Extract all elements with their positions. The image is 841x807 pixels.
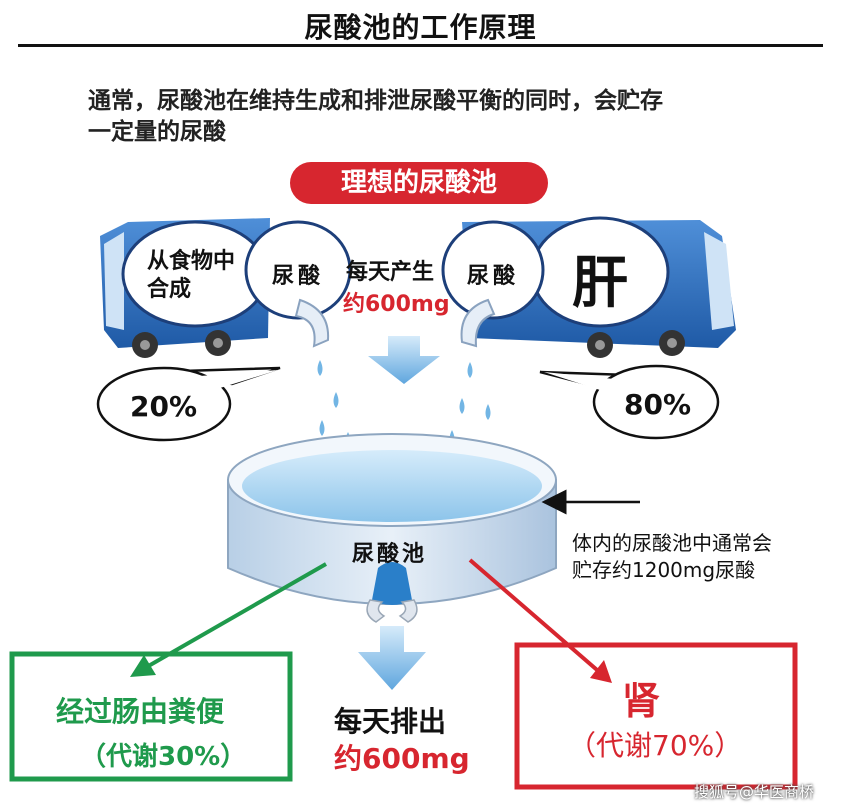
storage-note: 体内的尿酸池中通常会 贮存约1200mg尿酸 — [572, 530, 772, 584]
produce-arrow — [368, 336, 440, 384]
watermark: 搜狐号@华医商桥 — [694, 783, 815, 801]
gut-label: 经过肠由粪便 — [56, 695, 225, 728]
gut-arrow — [130, 562, 327, 677]
uric-acid-right-label: 尿酸 — [467, 264, 520, 289]
left-truck — [100, 218, 352, 358]
gut-share: （代谢30%） — [80, 742, 247, 772]
liver-label: 肝 — [572, 251, 628, 316]
intro-line-2: 一定量的尿酸 — [88, 119, 226, 145]
ideal-pool-badge: 理想的尿酸池 — [290, 162, 548, 204]
food-line-1: 从食物中 — [147, 249, 236, 274]
daily-produce-amount: 约600mg — [343, 292, 450, 317]
uric-acid-left-label: 尿酸 — [272, 264, 325, 289]
title-divider — [18, 44, 823, 47]
page-title: 尿酸池的工作原理 — [304, 11, 537, 44]
daily-excrete-amount: 约600mg — [334, 742, 470, 775]
liver-percent: 80% — [624, 388, 692, 421]
daily-excrete-label: 每天排出 — [334, 705, 447, 738]
right-truck — [441, 216, 736, 358]
liver-percent-bubble — [539, 364, 720, 440]
food-line-2: 合成 — [147, 277, 192, 302]
storage-line-1: 体内的尿酸池中通常会 — [572, 531, 772, 555]
food-percent-bubble — [96, 366, 281, 442]
kidney-arrow — [468, 558, 612, 683]
gut-box — [9, 651, 293, 782]
excrete-arrow — [358, 626, 426, 690]
pool-label: 尿酸池 — [352, 542, 428, 567]
intro-line-1: 通常，尿酸池在维持生成和排泄尿酸平衡的同时，会贮存 — [88, 88, 663, 114]
daily-produce-label: 每天产生 — [346, 260, 435, 285]
storage-line-2: 贮存约1200mg尿酸 — [572, 558, 756, 582]
food-percent: 20% — [130, 390, 198, 423]
kidney-box — [514, 642, 798, 790]
food-source-label: 从食物中 合成 — [147, 248, 235, 304]
intro-text: 通常，尿酸池在维持生成和排泄尿酸平衡的同时，会贮存 一定量的尿酸 — [88, 86, 663, 148]
kidney-label: 肾 — [622, 679, 661, 723]
kidney-share: （代谢70%） — [568, 729, 743, 762]
